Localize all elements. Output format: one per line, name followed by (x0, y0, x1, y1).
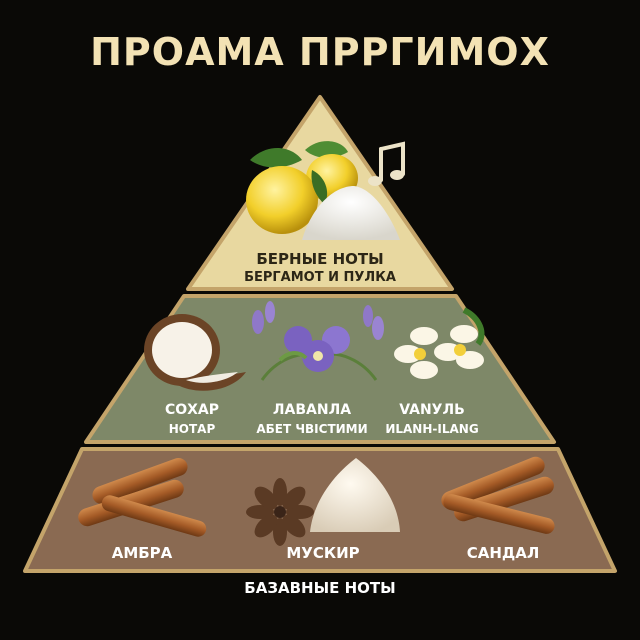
music-note-icon (368, 141, 405, 186)
frangipani-illustration (394, 307, 485, 379)
base-note-3: САНДАЛ (466, 544, 540, 562)
powder-illustration (302, 186, 400, 240)
top-notes-title: БЕРНЫЕ НОТЫ (256, 250, 384, 268)
base-note-1: АМБРА (111, 544, 173, 562)
middle-note-3-subtitle: ИLANН-ILANG (385, 422, 479, 436)
lavender-illustration (252, 301, 384, 381)
base-note-2: МУСКИР (286, 544, 360, 562)
star-anise-illustration (246, 478, 314, 546)
coconut-illustration (144, 314, 246, 391)
musk-cream-illustration (310, 458, 400, 532)
middle-note-1-title: СОХАР (164, 402, 220, 418)
cinnamon-right-illustration (441, 456, 555, 534)
top-notes-subtitle: БЕРГАМОТ И ПУЛКА (244, 270, 396, 285)
middle-note-3-title: VANУЛЬ (399, 402, 465, 418)
middle-note-2-title: ЛАВАNЛА (272, 402, 352, 418)
middle-note-1-subtitle: НОТАР (168, 422, 216, 436)
page-title: ПРОАМА ПРРГИМОХ (90, 30, 550, 74)
cinnamon-left-illustration (78, 457, 207, 537)
base-notes-caption: БАЗАВНЫЕ НОТЫ (244, 579, 396, 597)
middle-note-2-subtitle: АБЕТ ЧВІСТИМИ (256, 422, 368, 436)
